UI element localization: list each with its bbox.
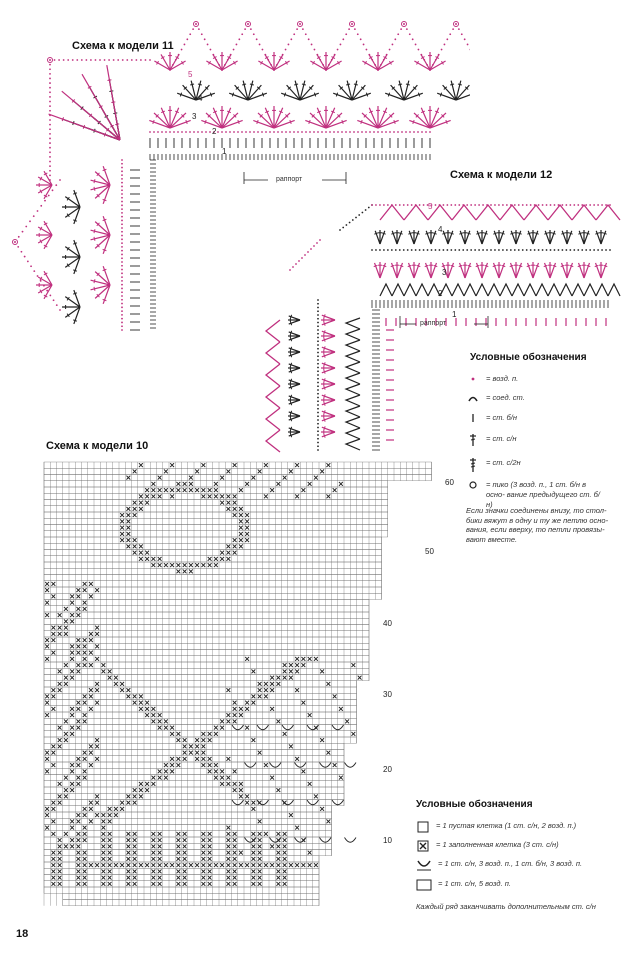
legend-heading-bottom: Условные обозначения [416,799,533,810]
legend-text-bar: = 1 ст. с/н, 5 возд. п. [438,879,511,888]
legend-item-bar: = 1 ст. с/н, 5 возд. п. [416,879,511,891]
lacet-icon [417,860,431,871]
legend-text-chain: = возд. п. [486,374,519,383]
legend-text-slip: = соед. ст. [486,393,525,402]
legend-text-picot: = пико (3 возд. п., 1 ст. б/н в осно- ва… [486,480,600,509]
legend-item-dc: = ст. с/н [466,434,517,446]
legend-note-bottom: Каждый ряд заканчивать дополнительным ст… [416,902,596,911]
legend-text-dc: = ст. с/н [486,434,517,443]
single-crochet-icon [472,414,474,422]
legend-heading-top: Условные обозначения [470,352,587,363]
treble-crochet-icon [470,458,476,472]
legend-text-sc: = ст. б/н [486,413,517,422]
chain-dot-icon [471,377,475,381]
row-number-11-2: 2 [212,127,217,136]
chart-row-label-50: 50 [425,547,434,556]
row-number-12-1: 1 [452,310,457,319]
title-model-10: Схема к модели 10 [46,440,149,452]
legend-item-empty-cell: = 1 пустая клетка (1 ст. с/н, 2 возд. п.… [416,821,576,833]
chart-row-label-60: 60 [445,478,454,487]
rapport-bracket-12 [399,316,489,328]
filet-grid [43,461,432,906]
legend-item-picot: = пико (3 возд. п., 1 ст. б/н в осно- ва… [466,480,606,510]
bar-icon [416,879,432,891]
row-number-11-5: 5 [188,70,193,79]
row-number-12-2: 2 [438,289,443,298]
rapport-label-12: раппорт [420,320,447,327]
empty-cell-icon [417,821,429,833]
row-number-12-3: 3 [442,268,447,277]
title-model-12: Схема к модели 12 [450,169,553,181]
diagram-model-12 [264,203,621,453]
row-number-11-3: 3 [192,112,197,121]
chart-row-label-20: 20 [383,765,392,774]
legend-item-chain: = возд. п. [466,374,518,384]
diagram-model-11 [12,21,470,331]
legend-text-tr: = ст. с/2н [486,458,521,467]
row-number-11-4: 4 [198,94,203,103]
legend-item-tr: = ст. с/2н [466,458,521,472]
slip-stitch-icon [468,396,478,402]
rapport-bracket-11 [243,172,347,184]
chart-row-label-10: 10 [383,836,392,845]
legend-item-lacet: = 1 ст. с/н, 3 возд. п., 1 ст. б/н, 3 во… [416,859,582,871]
legend-item-filled-cell: = 1 заполненная клетка (3 ст. с/н) [416,840,559,852]
picot-icon [469,481,477,489]
row-number-12-5: 5 [428,202,433,211]
legend-note-top: Если значки соединены внизу, то стол- би… [466,506,609,544]
rapport-label-11: раппорт [276,176,303,183]
title-model-11: Схема к модели 11 [72,40,174,52]
page-number: 18 [16,928,29,940]
filet-chart-model-10 [43,461,432,906]
filled-cell-icon [417,840,429,852]
legend-text-filled-cell: = 1 заполненная клетка (3 ст. с/н) [436,840,559,849]
legend-text-lacet: = 1 ст. с/н, 3 возд. п., 1 ст. б/н, 3 во… [438,859,583,868]
chart-row-label-40: 40 [383,619,392,628]
diagram-11-stitches [12,21,470,331]
chart-row-label-30: 30 [383,690,392,699]
diagram-12-stitches [264,203,621,453]
legend-item-sc: = ст. б/н [466,413,517,423]
double-crochet-icon [470,434,476,446]
legend-item-slip: = соед. ст. [466,393,525,403]
legend-text-empty-cell: = 1 пустая клетка (1 ст. с/н, 2 возд. п.… [436,821,577,830]
row-number-12-4: 4 [438,225,443,234]
row-number-11-1: 1 [222,147,227,156]
